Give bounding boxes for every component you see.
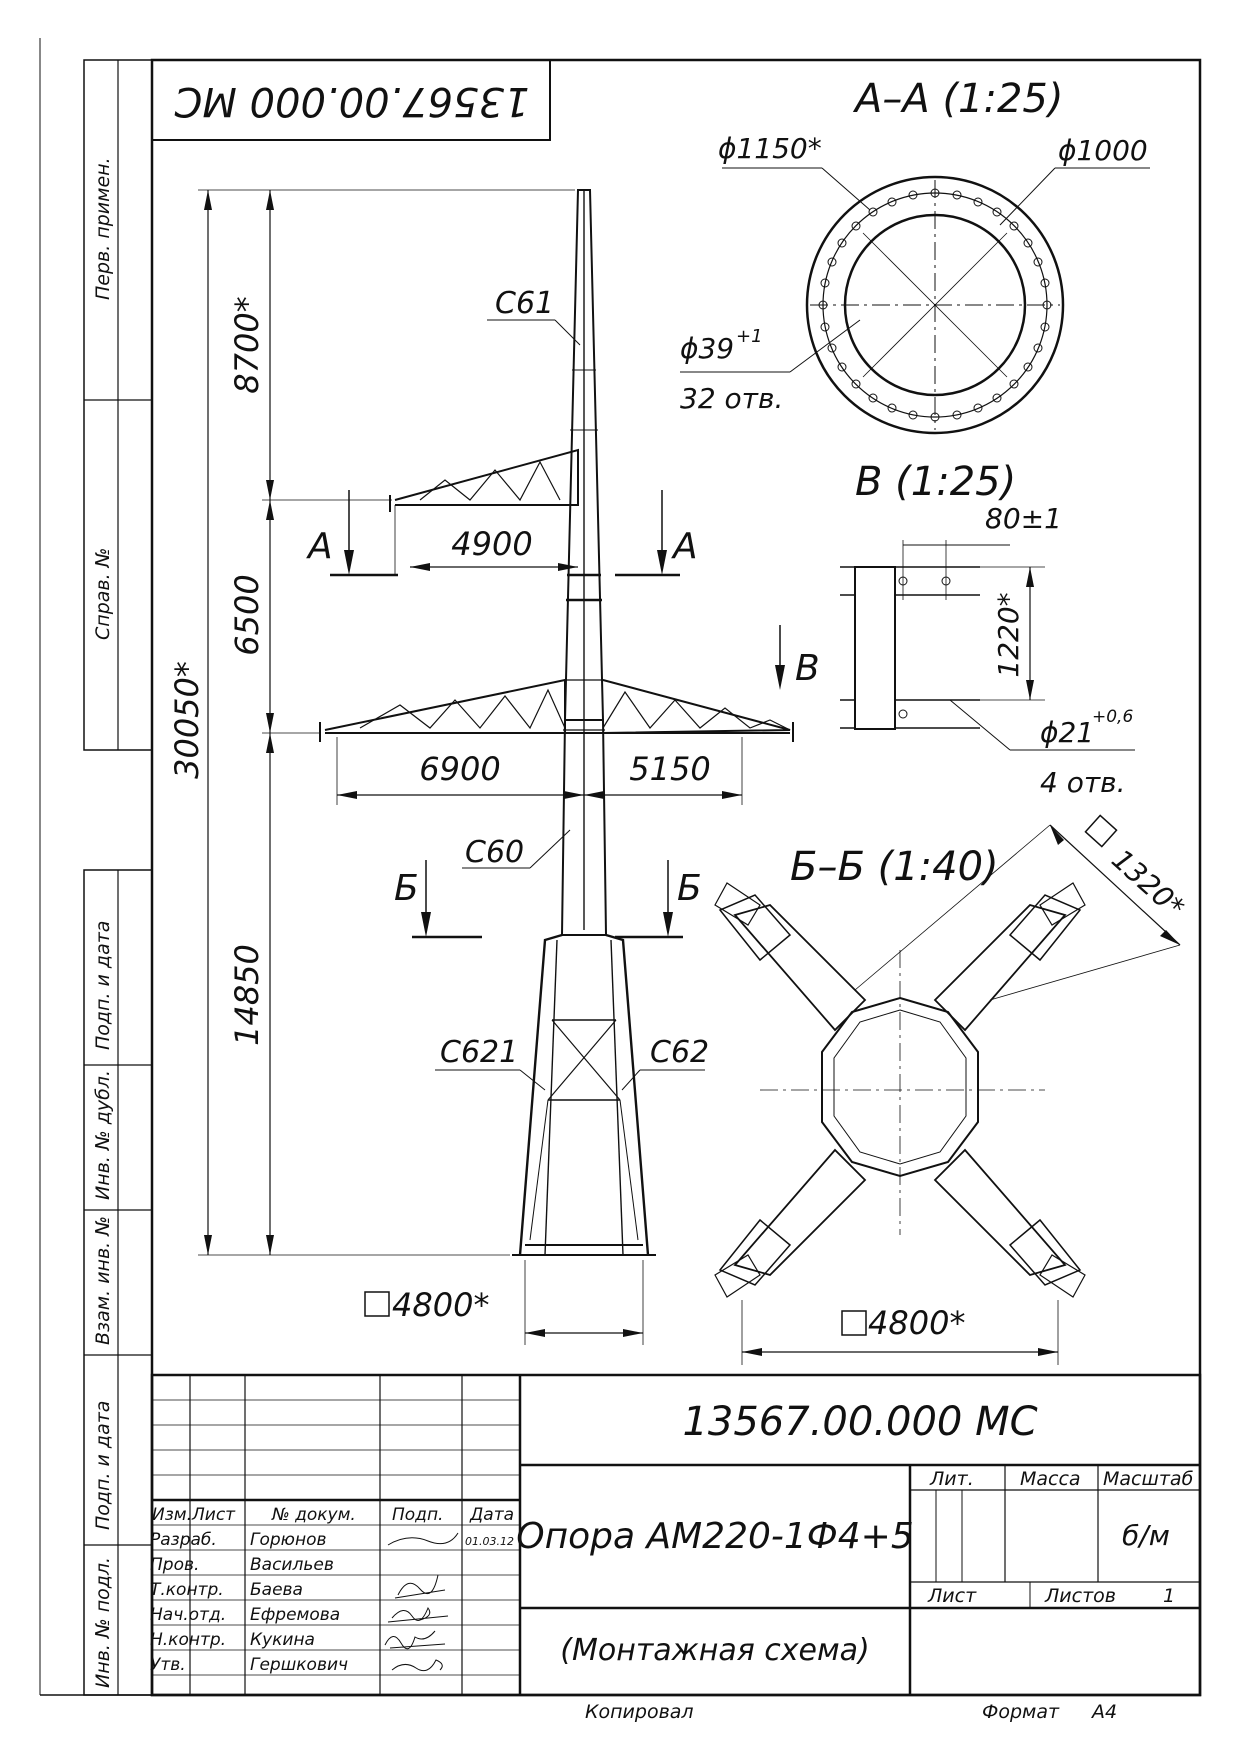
section-bb-title: Б–Б (1:40) — [790, 844, 999, 890]
margin-vzam-inv: Взам. инв. № — [92, 1216, 114, 1345]
col-header-list: Лист — [191, 1505, 236, 1525]
dim-base-width: 4800* — [392, 1286, 489, 1324]
name-razrab: Горюнов — [250, 1530, 327, 1550]
name-nachotd: Ефремова — [250, 1605, 340, 1625]
base-leg-sw — [714, 1148, 867, 1298]
lit-label: Лит. — [929, 1468, 974, 1490]
signatures — [384, 1532, 459, 1672]
aa-dia-inner: ϕ1000 — [1058, 134, 1148, 167]
copied-by-label: Копировал — [585, 1701, 694, 1723]
cut-b-right: Б — [677, 868, 702, 909]
base-leg-nw — [714, 882, 867, 1032]
role-nkontr: Н.контр. — [150, 1630, 226, 1650]
aa-hole-dia: ϕ39 — [680, 332, 734, 365]
section-aa: А–А (1:25) ϕ1150* ϕ1000 — [680, 76, 1150, 435]
margin-perv-primen: Перв. примен. — [92, 157, 114, 300]
sheets-label: Листов — [1044, 1585, 1116, 1607]
name-nkontr: Кукина — [250, 1630, 315, 1650]
margin-sprav-no: Справ. № — [92, 548, 114, 640]
margin-podp-data-1: Подп. и дата — [92, 921, 114, 1050]
name-prov: Васильев — [250, 1555, 334, 1575]
aa-dia-outer: ϕ1150* — [718, 132, 822, 165]
drawing-subtitle: (Монтажная схема) — [560, 1633, 869, 1668]
dim-right-arm: 5150 — [629, 750, 710, 788]
col-header-doc: № докум. — [271, 1505, 356, 1525]
v-hole-dia: ϕ21 — [1040, 716, 1094, 749]
designation-rotated: 13567.00.000 МС — [174, 78, 529, 124]
dim-upper-arm: 4900 — [451, 525, 532, 563]
col-header-date: Дата — [469, 1505, 514, 1525]
aa-hole-tol: +1 — [736, 326, 763, 347]
v-dim-spacing: 80±1 — [985, 502, 1062, 535]
role-tkontr: Т.контр. — [150, 1580, 224, 1600]
margin-podp-data-2: Подп. и дата — [92, 1401, 114, 1530]
label-c61: С61 — [495, 286, 554, 321]
date-razrab: 01.03.12 — [465, 1535, 514, 1548]
base-leg-ne — [933, 882, 1086, 1032]
section-v: В (1:25) 80±1 1220* ϕ21 +0,6 4 отв. — [840, 459, 1135, 799]
base-leg-se — [933, 1148, 1086, 1298]
section-bb: Б–Б (1:40) 1320* — [714, 814, 1191, 1365]
dim-left-arm: 6900 — [419, 750, 500, 788]
side-margin: Перв. примен. Справ. № Подп. и дата Инв.… — [83, 59, 153, 1696]
dim-top-height: 8700* — [228, 296, 266, 393]
col-header-izm: Изм. — [152, 1505, 192, 1525]
v-dim-height: 1220* — [992, 592, 1025, 677]
bb-dim-diag: 1320* — [1105, 843, 1190, 925]
format-value: А4 — [1090, 1701, 1117, 1723]
sheets-value: 1 — [1163, 1585, 1175, 1607]
cut-v: В — [795, 648, 820, 689]
sheet-frame — [39, 38, 1202, 1697]
dim-mid-height: 6500 — [228, 574, 266, 655]
v-hole-count: 4 отв. — [1040, 766, 1126, 799]
part-leaders: С61 С60 С621 С62 — [435, 286, 709, 1091]
cut-b-left: Б — [394, 868, 419, 909]
designation: 13567.00.000 МС — [682, 1399, 1037, 1445]
sheet-footer: Копировал Формат А4 — [585, 1701, 1117, 1723]
label-c621: С621 — [440, 1035, 518, 1070]
role-prov: Пров. — [150, 1555, 199, 1575]
sheet-label: Лист — [927, 1585, 977, 1607]
col-header-sign: Подп. — [392, 1505, 443, 1525]
cut-markers: А А Б Б В — [306, 490, 820, 939]
aa-hole-count: 32 отв. — [680, 382, 783, 415]
label-c62: С62 — [650, 1035, 709, 1070]
dim-total-height: 30050* — [168, 661, 206, 779]
role-utv: Утв. — [150, 1655, 186, 1675]
label-c60: С60 — [465, 835, 524, 870]
mass-label: Масса — [1020, 1468, 1081, 1490]
scale-label: Масштаб — [1103, 1468, 1194, 1490]
bb-dim-base: 4800* — [868, 1304, 965, 1342]
name-tkontr: Баева — [250, 1580, 303, 1600]
drawing-name: Опора АМ220-1Ф4+5 — [516, 1516, 914, 1557]
name-utv: Гершкович — [250, 1655, 348, 1675]
dim-bottom-height: 14850 — [228, 944, 266, 1046]
designation-stamp-rotated: 13567.00.000 МС — [151, 59, 551, 141]
margin-inv-dubl: Инв. № дубл. — [92, 1070, 114, 1200]
main-dimensions: 30050* 8700* 6500 14850 4900 6900 5150 4… — [168, 189, 743, 1345]
format-label: Формат — [982, 1701, 1060, 1723]
margin-inv-podl: Инв. № подл. — [92, 1557, 114, 1688]
scale-value: б/м — [1122, 1519, 1170, 1552]
role-razrab: Разраб. — [150, 1530, 217, 1550]
title-block: Изм. Лист № докум. Подп. Дата Разраб. Го… — [150, 1373, 1202, 1697]
role-nachotd: Нач.отд. — [150, 1605, 226, 1625]
section-v-title: В (1:25) — [855, 459, 1016, 505]
tower-elevation — [319, 189, 794, 1256]
cut-a-right: А — [671, 526, 698, 567]
cut-a-left: А — [306, 526, 333, 567]
v-hole-tol: +0,6 — [1092, 707, 1133, 727]
bolt-holes-ring — [818, 188, 1052, 422]
section-aa-title: А–А (1:25) — [852, 76, 1063, 122]
